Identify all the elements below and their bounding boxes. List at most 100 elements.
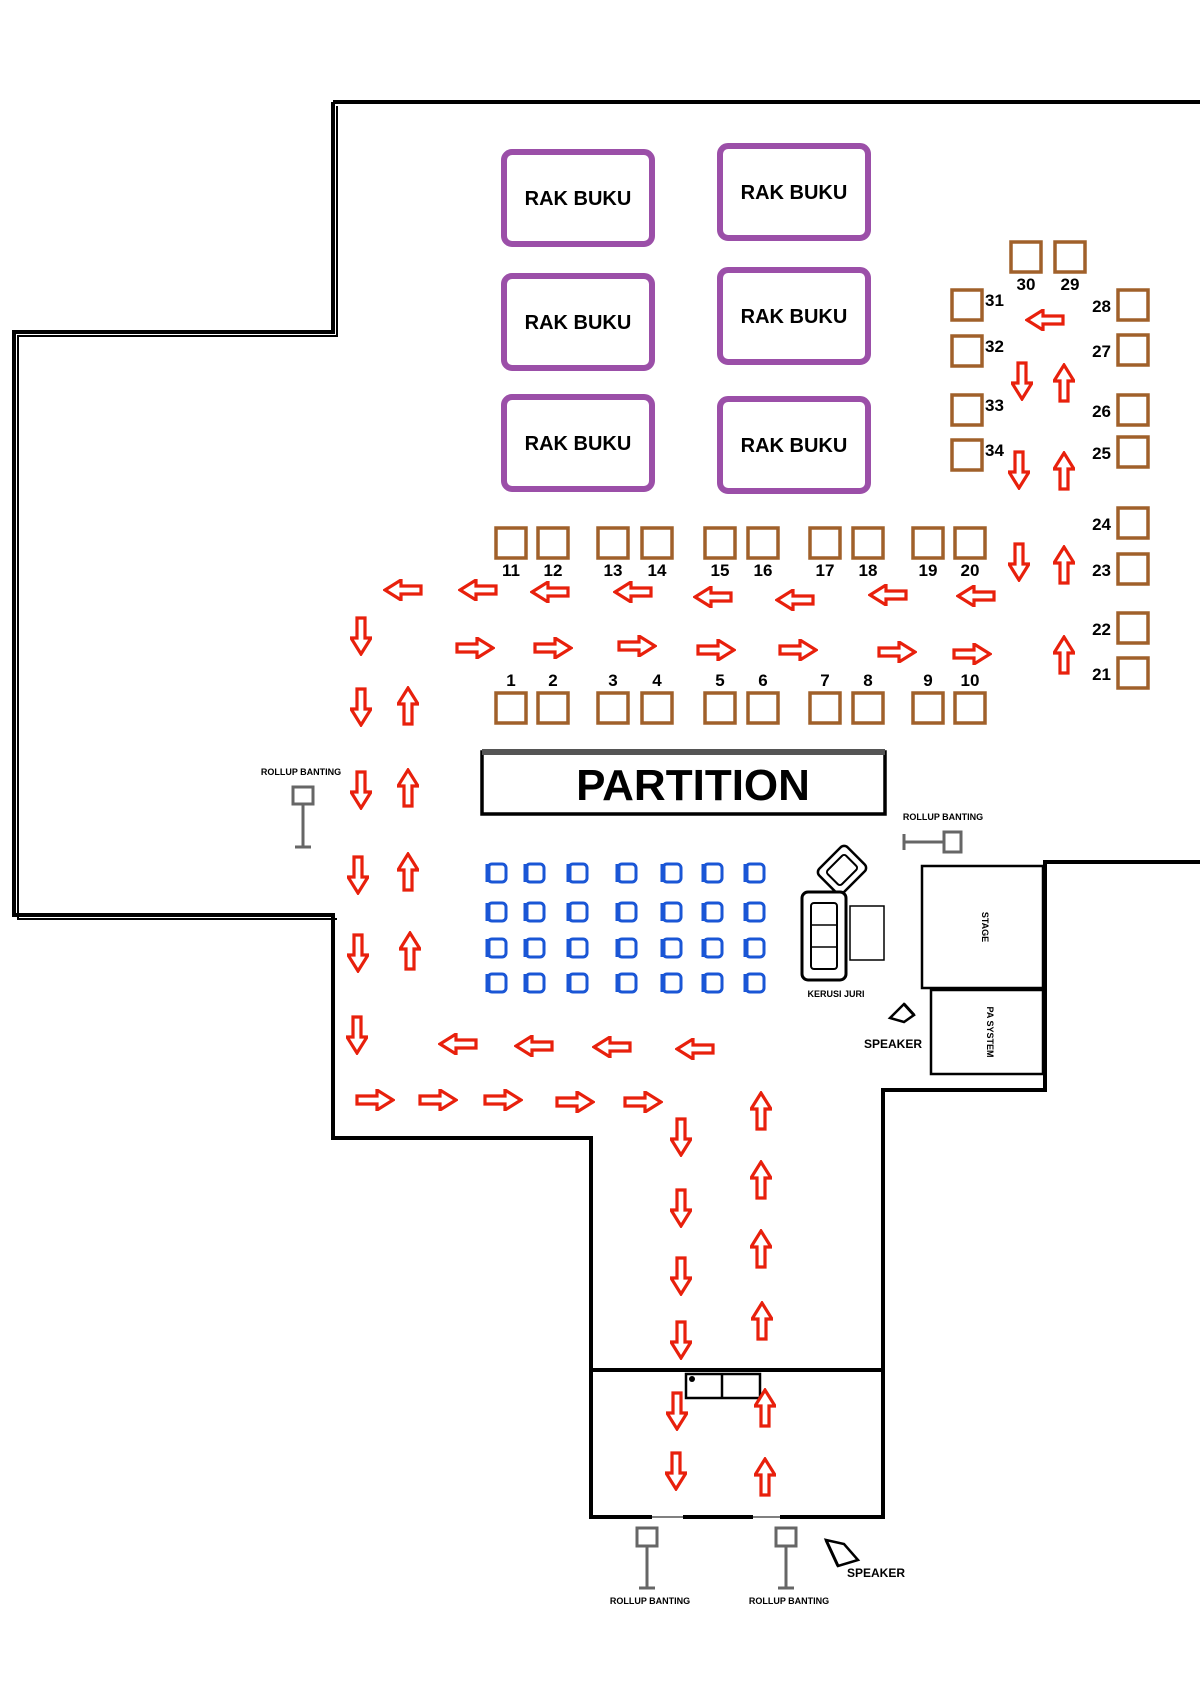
booth-number: 18: [859, 561, 878, 580]
booth-number: 9: [923, 671, 932, 690]
booth: 29: [1053, 240, 1087, 294]
jury-table: [849, 905, 885, 961]
chair-icon: [660, 901, 683, 923]
banner-stand-icon: [291, 785, 315, 849]
chair-icon: [743, 972, 766, 994]
book-rack: RAK BUKU: [501, 273, 655, 371]
arrow-up-icon: [750, 1091, 772, 1131]
arrow-up-icon: [750, 1229, 772, 1269]
banner-stand-icon: [774, 1526, 798, 1590]
booth: 5: [703, 671, 737, 725]
arrow-left-icon: [514, 1035, 554, 1057]
booth: 3: [596, 671, 630, 725]
speaker-icon: [887, 1002, 916, 1024]
booth-number: 8: [863, 671, 872, 690]
registration-table: [684, 1372, 762, 1400]
booth: 26: [1092, 393, 1150, 427]
booth: 15: [703, 526, 737, 580]
chair-icon: [566, 972, 589, 994]
booth-number: 10: [961, 671, 980, 690]
arrow-up-icon: [397, 686, 419, 726]
arrow-down-icon: [670, 1117, 692, 1157]
booth: 4: [640, 671, 674, 725]
banner-stand-icon: [635, 1526, 659, 1590]
chair-icon: [660, 972, 683, 994]
arrow-down-icon: [665, 1451, 687, 1491]
rollup-banner-label-entrance-right: ROLLUP BANTING: [749, 1596, 829, 1606]
arrow-down-icon: [670, 1188, 692, 1228]
partition: PARTITION: [480, 749, 887, 816]
booth-number: 19: [919, 561, 938, 580]
arrow-right-icon: [455, 637, 495, 659]
arrow-left-icon: [693, 586, 733, 608]
rollup-banner-label-left: ROLLUP BANTING: [261, 767, 341, 777]
banner-stand-icon: [902, 830, 963, 854]
booth-number: 30: [1017, 275, 1036, 294]
chair-icon: [566, 862, 589, 884]
chair-icon: [615, 862, 638, 884]
arrow-right-icon: [617, 635, 657, 657]
booth-number: 28: [1092, 297, 1111, 316]
chair-icon: [701, 901, 724, 923]
arrow-down-icon: [350, 687, 372, 727]
arrow-up-icon: [399, 931, 421, 971]
pa-system: [929, 988, 1045, 1076]
room-walls-inner: [17, 106, 338, 920]
chair-icon: [485, 972, 508, 994]
arrow-up-icon: [750, 1160, 772, 1200]
booth-number: 32: [985, 337, 1004, 356]
arrow-down-icon: [670, 1256, 692, 1296]
booth-number: 3: [608, 671, 617, 690]
arrow-right-icon: [555, 1091, 595, 1113]
arrow-up-icon: [1053, 451, 1075, 491]
rack-label: RAK BUKU: [741, 435, 848, 457]
booth-number: 31: [985, 291, 1004, 310]
arrow-up-icon: [397, 768, 419, 808]
stage: [920, 864, 1045, 990]
booth: 28: [1092, 288, 1150, 322]
arrow-up-icon: [751, 1301, 773, 1341]
chair-icon: [615, 901, 638, 923]
booth: 33: [950, 393, 1004, 427]
chair-icon: [660, 862, 683, 884]
rack-label: RAK BUKU: [525, 312, 632, 334]
booth: 6: [746, 671, 780, 725]
booth-number: 6: [758, 671, 767, 690]
pa-system-label: PA SYSTEM: [985, 1006, 995, 1057]
booth-number: 2: [548, 671, 557, 690]
arrow-left-icon: [775, 589, 815, 611]
rack-label: RAK BUKU: [525, 188, 632, 210]
booth: 32: [950, 334, 1004, 368]
booth: 23: [1092, 552, 1150, 586]
arrow-right-icon: [418, 1089, 458, 1111]
booth: 22: [1092, 611, 1150, 645]
audience-seating: [485, 862, 766, 994]
chair-icon: [743, 901, 766, 923]
book-rack: RAK BUKU: [717, 267, 871, 365]
chair-icon: [485, 937, 508, 959]
arrow-up-icon: [1053, 635, 1075, 675]
chair-icon: [566, 937, 589, 959]
arrow-right-icon: [877, 641, 917, 663]
booth-number: 15: [711, 561, 730, 580]
arrow-up-icon: [1053, 363, 1075, 403]
partition-label: PARTITION: [576, 761, 810, 810]
booth-number: 7: [820, 671, 829, 690]
chair-icon: [660, 937, 683, 959]
rack-label: RAK BUKU: [741, 182, 848, 204]
booth-number: 16: [754, 561, 773, 580]
booth-number: 24: [1092, 515, 1111, 534]
booth: 7: [808, 671, 842, 725]
arrow-up-icon: [754, 1457, 776, 1497]
arrow-right-icon: [355, 1089, 395, 1111]
arrow-down-icon: [1011, 361, 1033, 401]
booth-number: 17: [816, 561, 835, 580]
arrow-right-icon: [623, 1091, 663, 1113]
chair-icon: [523, 937, 546, 959]
booth-number: 26: [1092, 402, 1111, 421]
speaker-icon: [823, 1538, 861, 1568]
arrow-left-icon: [592, 1036, 632, 1058]
arrow-left-icon: [868, 584, 908, 606]
chair-icon: [523, 862, 546, 884]
rollup-banner-label-right: ROLLUP BANTING: [903, 812, 983, 822]
